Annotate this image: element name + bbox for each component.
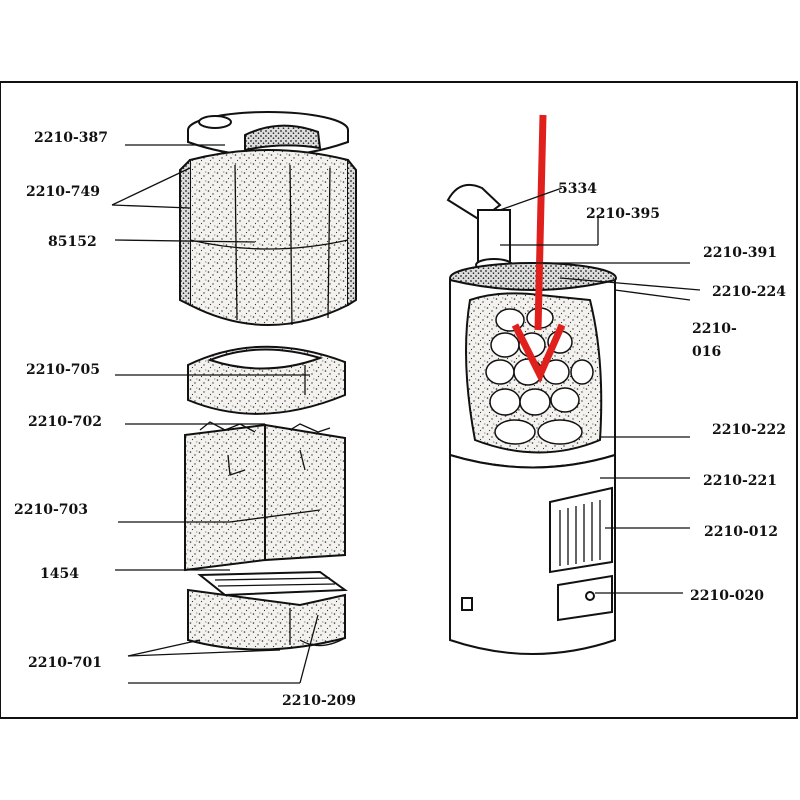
ring-insert	[187, 345, 346, 415]
label-2210-209: 2210-209	[282, 693, 356, 709]
label-2210-702: 2210-702	[28, 414, 102, 430]
nameplate	[461, 597, 473, 611]
label-1454: 1454	[40, 566, 79, 582]
exploded-stove-assembly	[179, 111, 357, 651]
label-2210-703: 2210-703	[14, 502, 88, 518]
label-2210-701: 2210-701	[28, 655, 102, 671]
firebox-walls	[184, 421, 346, 572]
label-2210-020: 2210-020	[690, 588, 764, 604]
label-2210-391: 2210-391	[703, 245, 777, 261]
ash-door	[557, 574, 613, 622]
label-2210-395: 2210-395	[586, 206, 660, 222]
firebox-door	[549, 486, 613, 574]
part-labels: 2210-387 2210-749 85152 2210-705 2210-70…	[14, 130, 786, 709]
stone-chamber	[465, 292, 603, 454]
leader-lines	[111, 144, 701, 684]
grate	[197, 570, 348, 597]
label-2210-224: 2210-224	[712, 284, 786, 300]
label-2210-016-line2: 016	[692, 344, 721, 360]
upper-insulated-mantle	[179, 149, 357, 326]
label-2210-222: 2210-222	[712, 422, 786, 438]
label-2210-221: 2210-221	[703, 473, 777, 489]
highlight-arrow	[511, 114, 566, 384]
label-5334: 5334	[558, 181, 597, 197]
diagram-border	[0, 81, 798, 719]
assembled-stove	[446, 184, 617, 655]
label-2210-387: 2210-387	[34, 130, 108, 146]
label-85152: 85152	[48, 234, 97, 250]
label-2210-749: 2210-749	[26, 184, 100, 200]
base-block	[187, 588, 346, 651]
label-2210-705: 2210-705	[26, 362, 100, 378]
label-2210-016-line1: 2210-	[692, 321, 737, 337]
label-2210-012: 2210-012	[704, 524, 778, 540]
